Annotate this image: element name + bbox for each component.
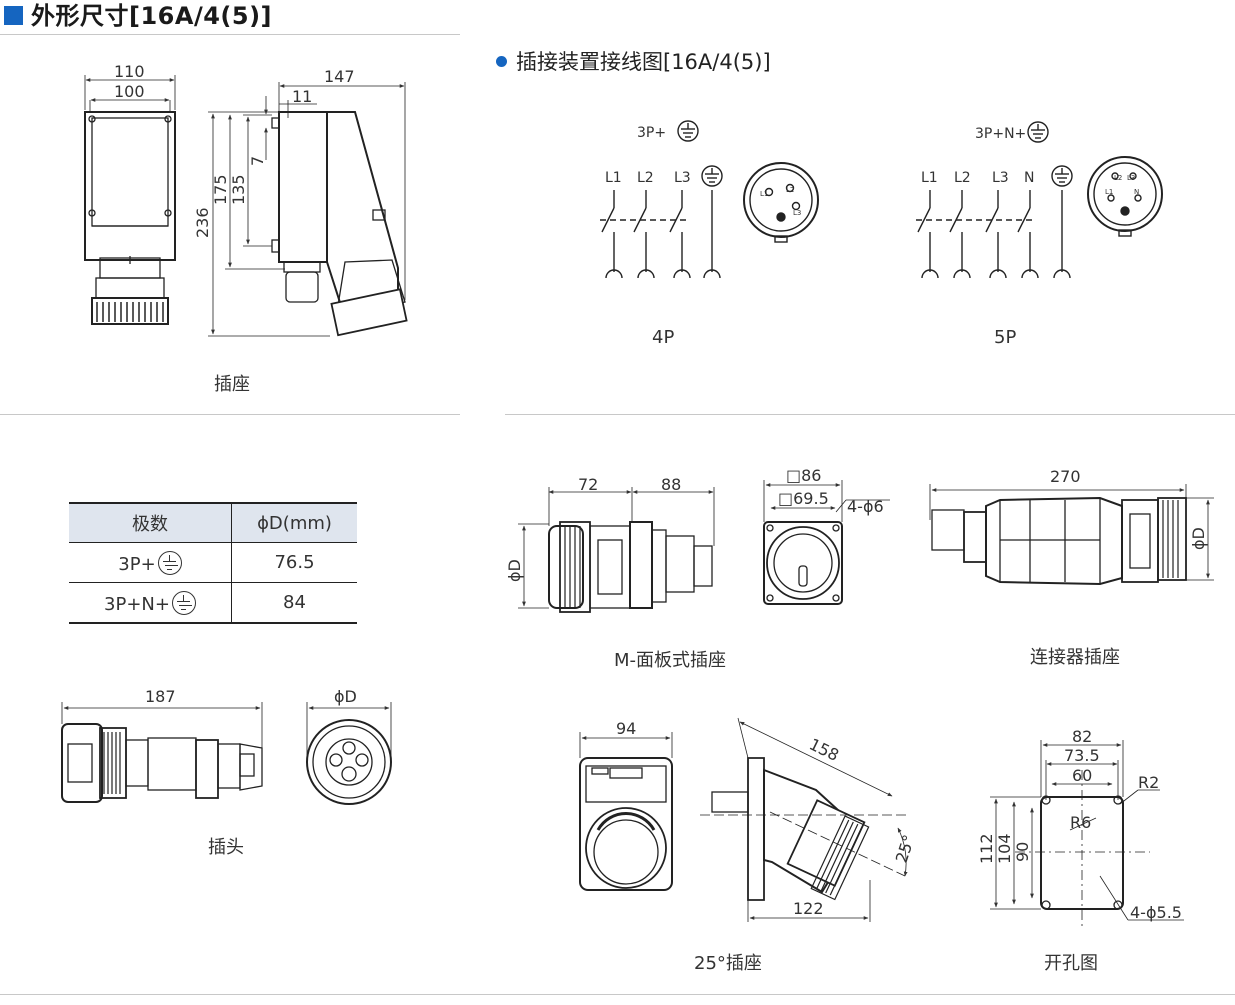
dim-holes-6: 4-ϕ6 <box>847 497 884 516</box>
panel-socket-front <box>763 480 890 605</box>
cutout-drawing <box>990 740 1184 930</box>
dim-phid-plug: ϕD <box>334 687 357 706</box>
socket-caption: 插座 <box>214 374 250 395</box>
wiring-5p-caption: 5P <box>994 327 1017 348</box>
pole-l2: L2 <box>954 170 971 186</box>
plug-face-view <box>306 702 392 805</box>
dim-72: 72 <box>578 475 598 494</box>
dim-104: 104 <box>995 833 1014 864</box>
cutout-caption: 开孔图 <box>1044 953 1098 974</box>
svg-text:L1: L1 <box>760 190 768 198</box>
svg-text:L3: L3 <box>793 209 801 217</box>
panel-socket-side <box>518 487 715 613</box>
pole-n: N <box>1024 170 1034 186</box>
dim-112: 112 <box>977 833 996 864</box>
divider <box>0 994 1235 995</box>
table-row: 3P+ 76.5 <box>69 542 357 583</box>
dim-236: 236 <box>193 207 212 238</box>
pole-l2: L2 <box>637 170 654 186</box>
panel-socket-caption: M-面板式插座 <box>614 650 727 671</box>
dim-147: 147 <box>324 67 355 86</box>
face-pin-labels: L1 L2 L3 L2 L3 L1 N <box>760 174 1139 217</box>
wiring-5p-label: 3P+N+ <box>975 126 1026 142</box>
wiring-4p-label: 3P+ <box>637 125 666 141</box>
connector-caption: 连接器插座 <box>1030 647 1120 668</box>
wiring-diagram-4p <box>600 120 819 279</box>
dim-phid-panel: ϕD <box>505 559 524 582</box>
socket-front-view <box>84 75 176 325</box>
divider <box>505 414 1235 415</box>
dim-270: 270 <box>1050 467 1081 486</box>
dim-11: 11 <box>292 87 312 106</box>
pole-l1: L1 <box>921 170 938 186</box>
dim-60: 60 <box>1072 766 1092 785</box>
angled-socket-side <box>700 717 910 922</box>
dim-100: 100 <box>114 82 145 101</box>
pole-table: 极数 ϕD(mm) 3P+ 76.5 3P+N+ 84 <box>69 502 357 624</box>
plug-drawing <box>61 702 263 803</box>
dim-90: 90 <box>1013 842 1032 862</box>
wiring-4p-caption: 4P <box>652 327 675 348</box>
pole-l3: L3 <box>992 170 1009 186</box>
angled-socket-front <box>579 732 673 891</box>
dim-r6: R6 <box>1070 813 1091 832</box>
table-row: 3P+N+ 84 <box>69 582 357 624</box>
earth-icon <box>171 590 196 615</box>
dim-175: 175 <box>211 174 230 205</box>
dim-r2: R2 <box>1138 773 1159 792</box>
dim-holes-5-5: 4-ϕ5.5 <box>1130 903 1182 922</box>
svg-text:L1: L1 <box>1105 188 1113 196</box>
dim-7: 7 <box>248 156 267 166</box>
divider <box>0 414 460 415</box>
dim-sq86: □86 <box>786 466 821 485</box>
wiring-labels: 3P+ L1 L2 L3 3P+N+ L1 L2 L3 N <box>605 125 1034 186</box>
socket-side-view <box>208 82 408 337</box>
dim-158: 158 <box>806 735 842 765</box>
wiring-diagram-5p <box>916 121 1163 279</box>
section-title: 外形尺寸[16A/4(5)] <box>4 0 272 31</box>
dim-sq69: □69.5 <box>778 489 829 508</box>
wiring-title: 插接装置接线图[16A/4(5)] <box>496 46 771 76</box>
bullet-dot-icon <box>496 56 507 67</box>
angled-socket-caption: 25°插座 <box>694 953 762 974</box>
svg-text:L2: L2 <box>1114 174 1122 182</box>
table-header: ϕD(mm) <box>231 502 357 543</box>
svg-text:L3: L3 <box>1127 174 1135 182</box>
title-square-icon <box>4 6 23 25</box>
dim-phid-connector: ϕD <box>1189 527 1208 550</box>
dim-187: 187 <box>145 687 176 706</box>
pole-l3: L3 <box>674 170 691 186</box>
dim-82: 82 <box>1072 727 1092 746</box>
divider <box>0 34 460 35</box>
dim-25deg: 25° <box>892 832 919 865</box>
pole-l1: L1 <box>605 170 622 186</box>
dim-122: 122 <box>793 899 824 918</box>
table-header: 极数 <box>69 502 232 543</box>
earth-icon <box>157 550 182 575</box>
connector-socket-drawing <box>929 484 1214 586</box>
dim-135: 135 <box>229 174 248 205</box>
dim-110: 110 <box>114 62 145 81</box>
dim-94: 94 <box>616 719 636 738</box>
plug-caption: 插头 <box>208 837 244 858</box>
svg-text:L2: L2 <box>786 186 794 194</box>
dimension-labels: 110 100 147 11 236 175 135 7 72 88 ϕD □8… <box>114 62 1208 922</box>
svg-text:N: N <box>1134 188 1139 196</box>
dim-73-5: 73.5 <box>1064 746 1100 765</box>
dim-88: 88 <box>661 475 681 494</box>
